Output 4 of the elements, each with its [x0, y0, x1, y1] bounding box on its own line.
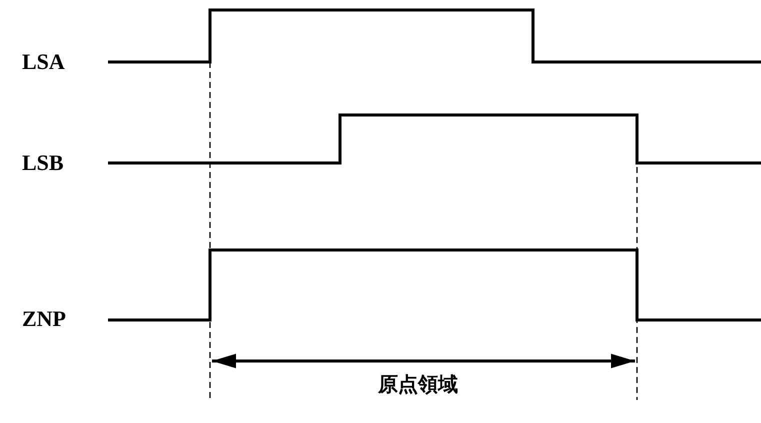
signal-name: LSA — [22, 50, 65, 74]
range-label: 原点領域 — [378, 372, 458, 396]
signal-name: ZNP — [22, 307, 66, 331]
signal-name: LSB — [22, 151, 64, 175]
